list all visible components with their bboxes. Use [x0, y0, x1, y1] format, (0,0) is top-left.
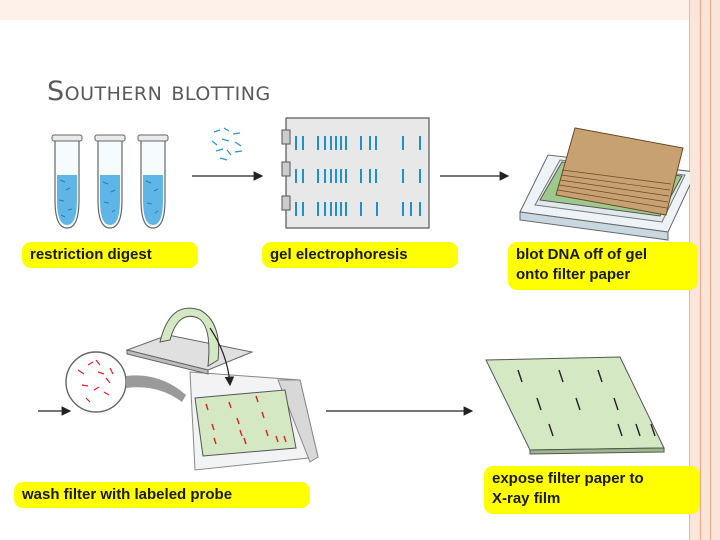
southern-blot-diagram — [38, 117, 690, 471]
probe-magnifier-icon — [65, 351, 186, 413]
xray-film-icon — [485, 356, 665, 455]
step-label-gel-electrophoresis: gel electrophoresis — [262, 242, 458, 268]
slide-title: Southern blotting — [47, 76, 271, 107]
dna-fragments-icon — [211, 127, 243, 161]
step-label-blot-dna: blot DNA off of gel onto filter paper — [508, 242, 698, 290]
test-tube-1 — [51, 134, 83, 229]
test-tubes-icon — [51, 134, 169, 229]
filter-peel-icon — [125, 307, 254, 387]
bag-icon — [189, 371, 319, 471]
step-label-wash-filter: wash filter with labeled probe — [14, 482, 310, 508]
step-label-expose-filter: expose filter paper to X-ray film — [484, 466, 700, 514]
test-tube-3 — [137, 134, 169, 229]
step-label-restriction-digest: restriction digest — [22, 242, 198, 268]
blot-stack-icon — [519, 127, 690, 241]
test-tube-2 — [94, 134, 126, 229]
top-decor-strip — [0, 0, 690, 20]
gel-icon — [281, 117, 430, 229]
